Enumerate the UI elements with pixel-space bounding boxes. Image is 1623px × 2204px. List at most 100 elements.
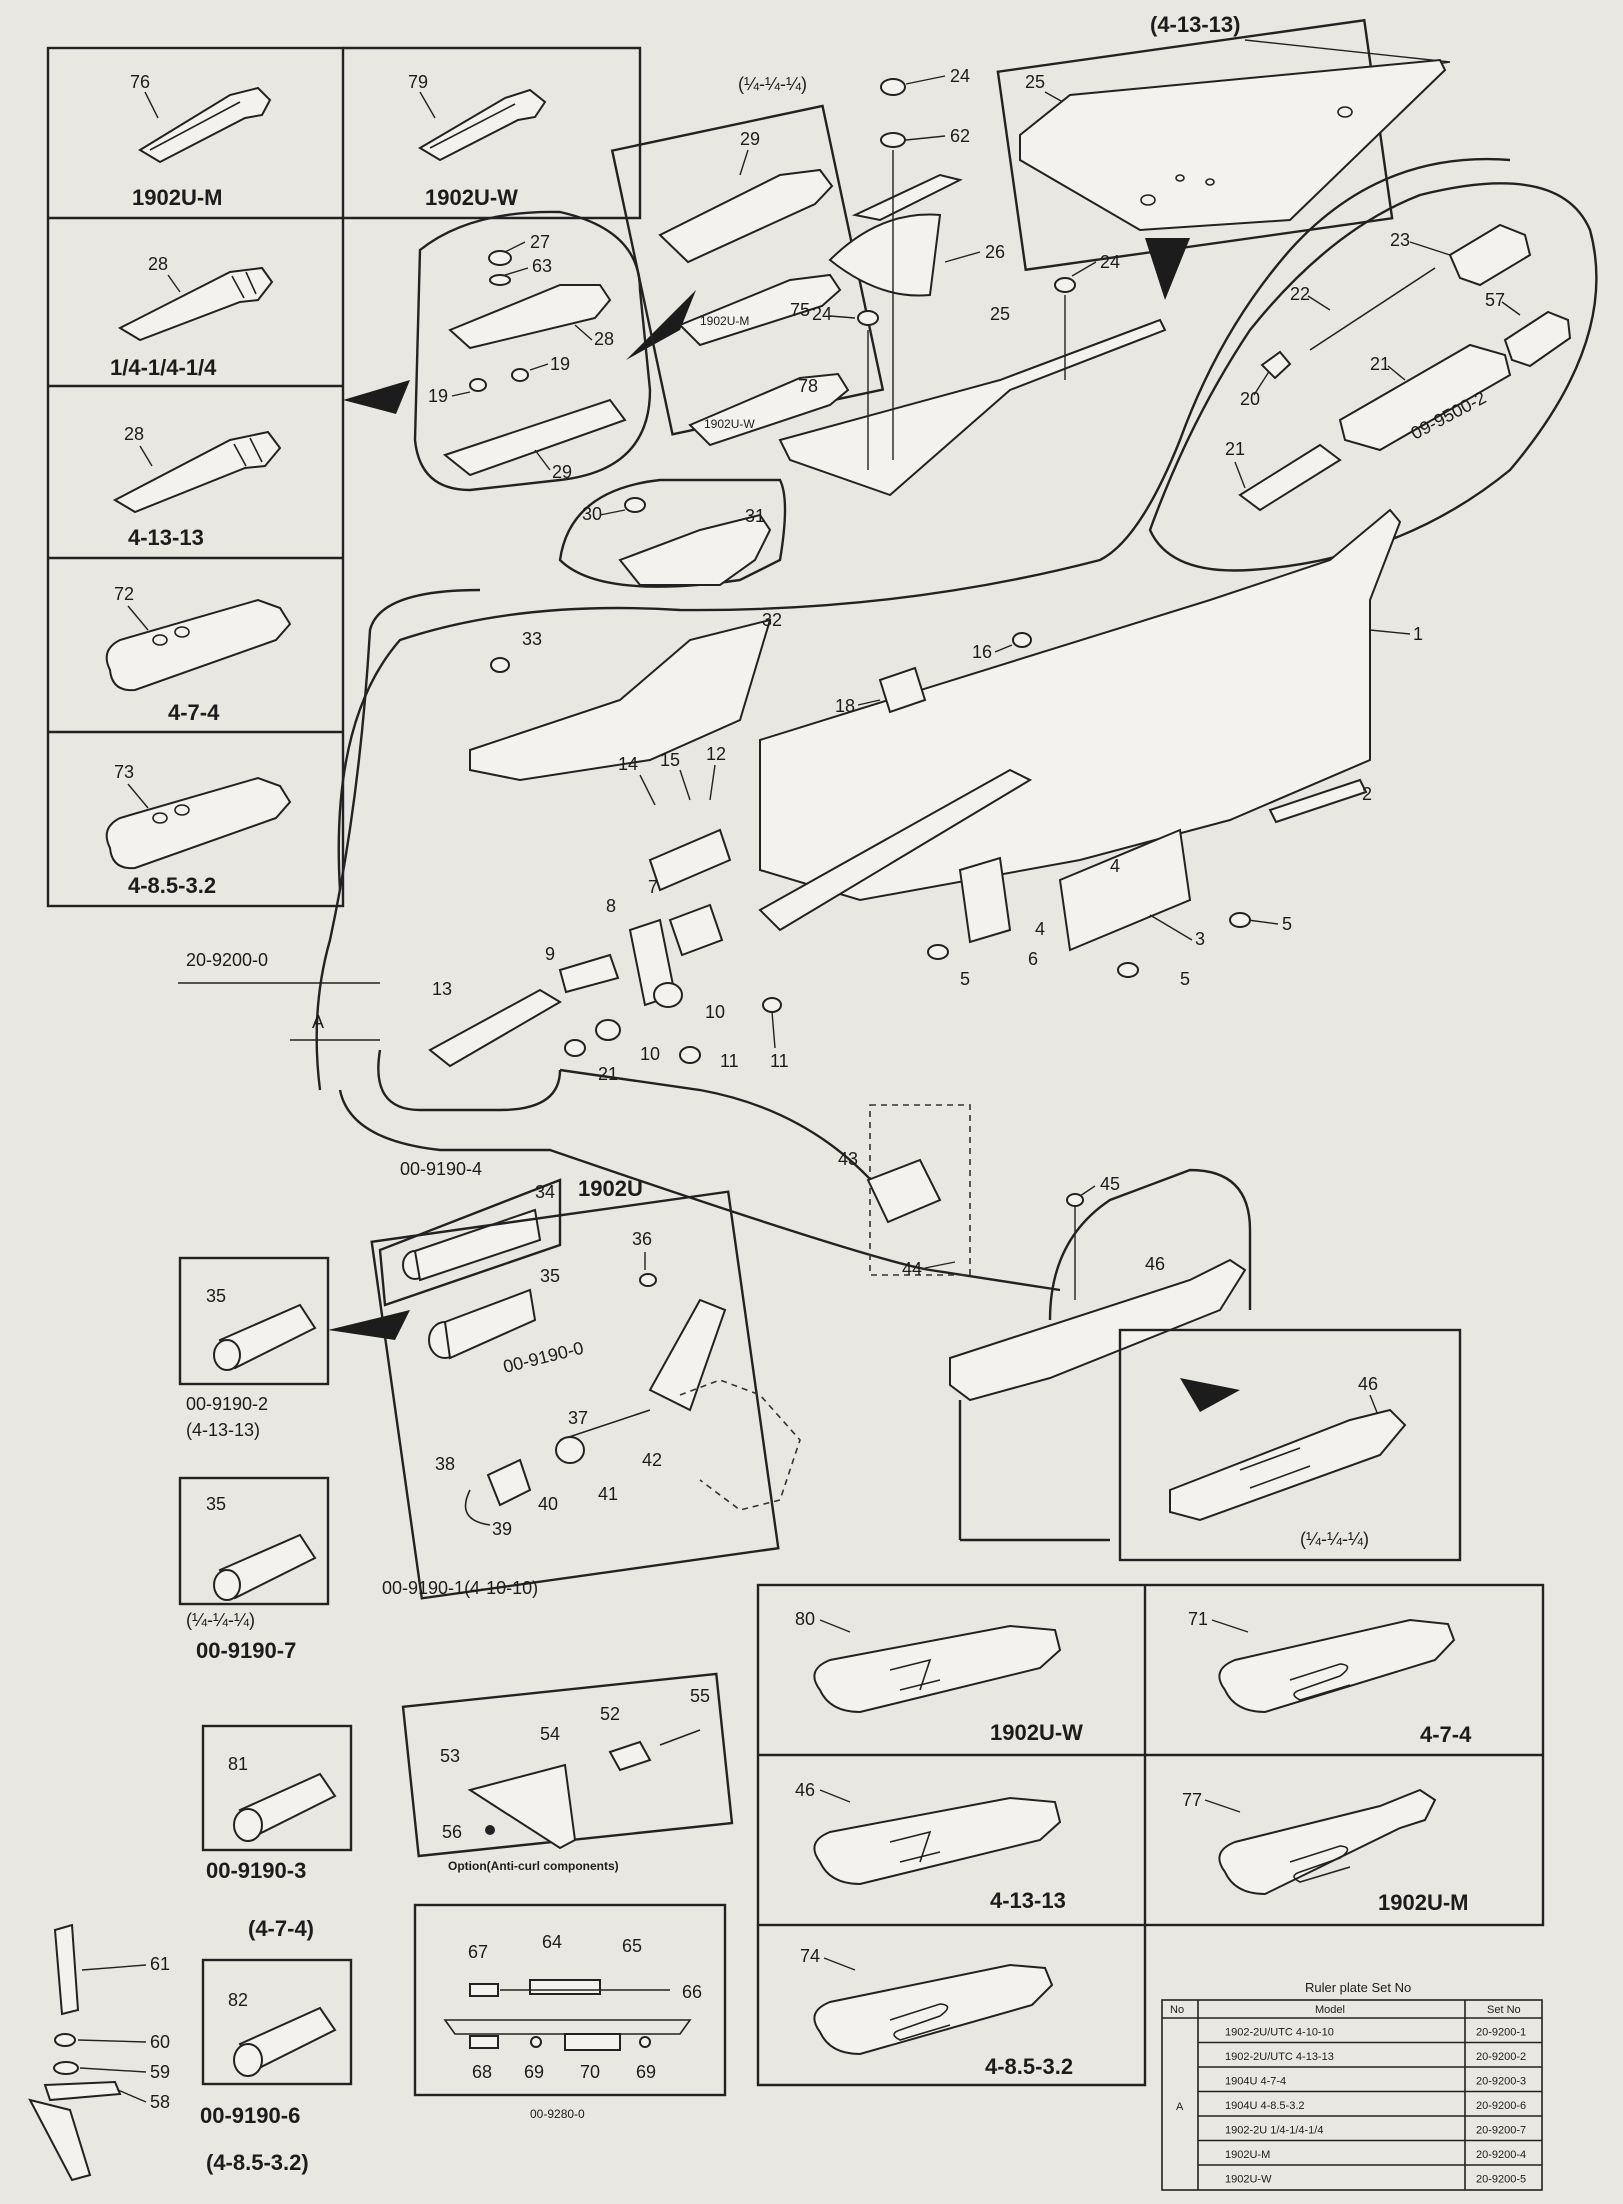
- diagram-line: [178, 1476, 330, 1606]
- diagram-line: [828, 213, 942, 297]
- diagram-line: [152, 634, 168, 646]
- callout-label: A: [312, 1012, 324, 1032]
- callout-label: 79: [408, 72, 428, 92]
- callout-label: (¼-¼-¼): [1300, 1529, 1369, 1549]
- callout-label: 1902U: [578, 1176, 643, 1201]
- diagram-line: [1071, 261, 1097, 277]
- diagram-line: [315, 588, 481, 1091]
- diagram-line: [127, 783, 149, 809]
- callout-label: 46: [1358, 1374, 1378, 1394]
- callout-label: 25: [990, 304, 1010, 324]
- diagram-line: [1054, 277, 1076, 293]
- pointer-arrow-left: [343, 380, 410, 414]
- callout-label: 44: [902, 1259, 922, 1279]
- callout-label: 34: [535, 1182, 555, 1202]
- top-spec-label: (4-13-13): [1150, 12, 1240, 37]
- diagram-line: [529, 1979, 601, 1995]
- diagram-line: [648, 828, 732, 892]
- pointer-arrow-right: [626, 290, 696, 360]
- ruler-plate-set-table: Ruler plate Set No No Model Set No A 190…: [1161, 1980, 1543, 2191]
- diagram-line: [1307, 295, 1331, 311]
- diagram-line: [756, 1925, 1147, 2087]
- callout-label: 24: [812, 304, 832, 324]
- diagram-line: [679, 1046, 701, 1064]
- diagram-line: [778, 318, 1167, 497]
- callout-label: 21: [598, 1064, 618, 1084]
- left-variant-grid: [46, 46, 642, 908]
- callout-label: 10: [640, 1044, 660, 1064]
- diagram-line: [1117, 962, 1139, 978]
- diagram-line: [451, 391, 471, 397]
- diagram-line: [880, 78, 906, 96]
- diagram-line: [233, 437, 263, 467]
- diagram-line: [813, 1796, 1062, 1886]
- diagram-line: [443, 2019, 692, 2035]
- callout-label: 25: [1025, 72, 1045, 92]
- diagram-line: [201, 1958, 353, 2086]
- diagram-line: [1211, 1619, 1249, 1633]
- callout-label: 37: [568, 1408, 588, 1428]
- diagram-line: [1229, 912, 1251, 928]
- callout-label: 54: [540, 1724, 560, 1744]
- diagram-line: [564, 1039, 586, 1057]
- diagram-line: [1058, 828, 1192, 952]
- table-row-model: 1902U-W: [1225, 2174, 1272, 2186]
- diagram-line: [1012, 632, 1032, 648]
- callout-label: 35: [206, 1286, 226, 1306]
- diagram-line: [1079, 1185, 1096, 1197]
- callout-label: 38: [435, 1454, 455, 1474]
- callout-label: 24: [950, 66, 970, 86]
- callout-label: 68: [472, 2062, 492, 2082]
- plate-46-main: 45 46: [949, 1168, 1252, 1542]
- callout-label: 00-9280-0: [530, 2107, 585, 2121]
- table-row-set-no: 20-9200-4: [1476, 2149, 1526, 2161]
- ruler-plate-80: 80 1902U-W: [795, 1609, 1083, 1745]
- diagram-line: [878, 666, 927, 714]
- diagram-line: [1501, 301, 1521, 316]
- diagram-line: [46, 46, 345, 908]
- diagram-line: [429, 103, 516, 149]
- callout-label: 4: [1035, 919, 1045, 939]
- callout-label: 18: [835, 696, 855, 716]
- diagram-line: [1234, 461, 1246, 489]
- diagram-line: [378, 1178, 562, 1307]
- diagram-line: [490, 657, 510, 673]
- diagram-line: [464, 1489, 491, 1526]
- diagram-line: [112, 430, 282, 514]
- diagram-line: [1409, 241, 1451, 256]
- callout-label: 9: [545, 944, 555, 964]
- group-28-29: 27 63 28 19 19 29: [413, 210, 652, 492]
- callout-label: 41: [598, 1484, 618, 1504]
- callout-label: 78: [798, 376, 818, 396]
- table-row-set-no: 20-9200-3: [1476, 2076, 1526, 2088]
- diagram-line: [174, 804, 190, 816]
- callout-label: 13: [432, 979, 452, 999]
- table-header-set: Set No: [1487, 2004, 1521, 2016]
- diagram-line: [79, 2067, 147, 2073]
- roller-box-35-b: 35 (¼-¼-¼) 00-9190-7: [178, 1476, 330, 1663]
- callout-label: 8: [606, 896, 616, 916]
- diagram-line: [813, 1963, 1054, 2056]
- variant-box-73: 73 4-8.5-3.2: [105, 762, 292, 898]
- callout-label: 61: [150, 1954, 170, 1974]
- callout-label: (¼-¼-¼): [186, 1610, 255, 1630]
- diagram-line: [28, 2098, 92, 2182]
- diagram-line: [944, 251, 981, 263]
- diagram-line: [443, 1288, 537, 1360]
- callout-label: 55: [690, 1686, 710, 1706]
- callout-label: 00-9190-6: [200, 2103, 300, 2128]
- diagram-line: [1309, 267, 1436, 351]
- callout-label: 4-8.5-3.2: [985, 2054, 1073, 2079]
- callout-label: 70: [580, 2062, 600, 2082]
- diagram-line: [54, 2033, 76, 2047]
- callout-label: 69: [636, 2062, 656, 2082]
- callout-label: 64: [542, 1932, 562, 1952]
- diagram-line: [574, 324, 593, 341]
- diagram-line: [442, 398, 627, 477]
- callout-label: 31: [745, 506, 765, 526]
- table-header-model: Model: [1315, 2004, 1345, 2016]
- diagram-line: [1140, 194, 1156, 206]
- table-header-no: No: [1170, 2004, 1184, 2016]
- diagram-line: [231, 271, 257, 299]
